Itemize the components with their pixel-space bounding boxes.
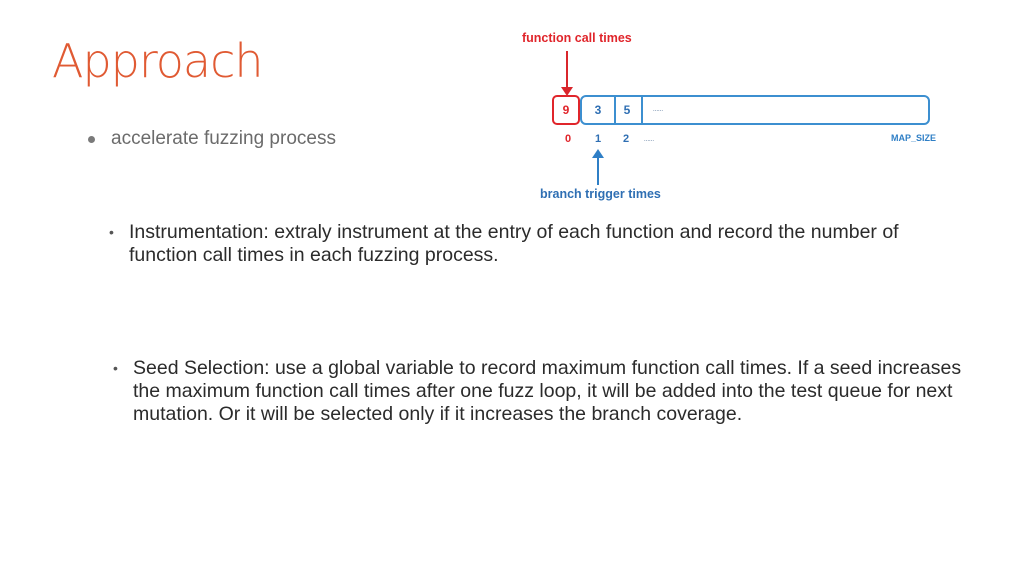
cell-ellipsis: ...... [653, 107, 664, 113]
sub-bullet-text: Seed Selection: use a global variable to… [133, 357, 962, 425]
index-ellipsis: ...... [644, 137, 655, 143]
slide-title: Approach [52, 34, 264, 88]
cell-function-count: 9 [552, 95, 580, 125]
cell-divider [614, 97, 616, 123]
sub-bullet-text: Instrumentation: extraly instrument at t… [129, 221, 899, 266]
main-bullet: accelerate fuzzing process [88, 128, 336, 150]
main-bullet-text: accelerate fuzzing process [111, 128, 336, 149]
map-bar [580, 95, 930, 125]
sub-bullet-seed-selection: • Seed Selection: use a global variable … [113, 357, 983, 426]
sub-bullet-instrumentation: • Instrumentation: extraly instrument at… [109, 221, 929, 267]
sub-bullet-marker: • [113, 360, 118, 376]
instrumentation-diagram: function call times 9 3 5 ...... 0 1 2 .… [510, 25, 950, 210]
map-size-label: MAP_SIZE [891, 133, 937, 143]
cell-value-1: 3 [594, 103, 602, 117]
index-1: 1 [594, 133, 602, 145]
index-0: 0 [564, 133, 572, 145]
down-arrow-icon [566, 51, 568, 91]
index-2: 2 [622, 133, 630, 145]
up-arrow-head-icon [592, 149, 604, 158]
sub-bullet-marker: • [109, 224, 114, 240]
up-arrow-icon [597, 157, 599, 185]
cell-divider [641, 97, 643, 123]
branch-trigger-times-label: branch trigger times [540, 187, 661, 201]
function-call-times-label: function call times [522, 31, 632, 45]
down-arrow-head-icon [561, 87, 573, 96]
cell-value-2: 5 [623, 103, 631, 117]
bullet-dot-icon [88, 135, 95, 143]
cell-value-0: 9 [562, 103, 570, 117]
